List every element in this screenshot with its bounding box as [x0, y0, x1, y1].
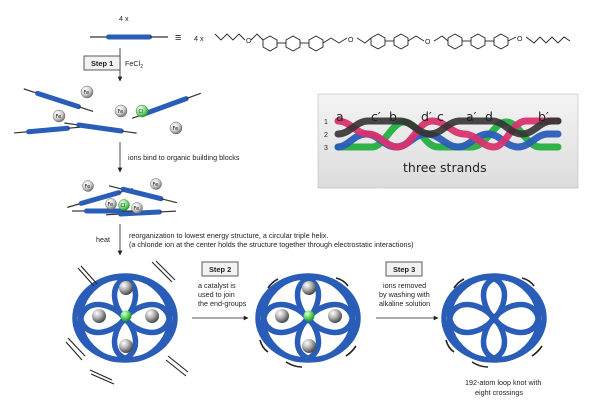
strand-path-green	[334, 118, 562, 151]
ion-binding-caption: ions bind to organic building blocks	[128, 153, 240, 162]
iron-sphere	[145, 309, 159, 323]
count-label-right: 4 x	[194, 34, 204, 43]
chloride-ion: Cl	[135, 104, 149, 118]
oxygen-atom-1: O	[246, 38, 252, 45]
count-label-top: 4 x	[119, 14, 129, 23]
three-strands-panel: 1 2 3 a c′ b d′ c a′ d b′ three strands	[317, 93, 579, 189]
knot-1-end-groups	[65, 260, 189, 385]
ligand-structure	[214, 33, 571, 52]
strand-path-black	[334, 117, 562, 138]
step-3-label: Step 3	[393, 265, 415, 274]
strand-end-label: a′	[466, 109, 477, 124]
svg-text:Fe: Fe	[56, 114, 62, 120]
step-2-text-3: the end-groups	[198, 299, 247, 308]
strand-row-number: 1	[324, 119, 328, 126]
iron-sphere	[302, 339, 316, 353]
strand-end-label: b′	[538, 109, 549, 124]
iron-ion: Fe	[131, 202, 143, 214]
result-caption-2: eight crossings	[475, 388, 523, 397]
knot-3-linkers	[445, 277, 543, 368]
step-1-label: Step 1	[91, 59, 113, 68]
svg-text:Cl: Cl	[139, 109, 144, 115]
step-2-text-2: used to join	[198, 290, 235, 299]
step-1-badge: Step 1	[83, 55, 121, 71]
strand-end-label: a	[336, 109, 344, 124]
loose-rods-with-ions	[14, 88, 201, 135]
building-block-rod	[90, 34, 168, 40]
strand-end-label: b	[389, 109, 397, 124]
iron-ion: Fe	[114, 104, 128, 118]
oxygen-atom-4: O	[517, 36, 523, 43]
svg-text:Cl: Cl	[121, 203, 126, 209]
reorganization-line-2: (a chloride ion at the center holds the …	[129, 240, 413, 249]
step-2-label: Step 2	[209, 265, 231, 274]
oxygen-atom-3: O	[425, 39, 431, 46]
heat-label: heat	[96, 235, 110, 244]
iron-sphere	[119, 281, 133, 295]
svg-text:Fe: Fe	[118, 109, 124, 115]
iron-sphere	[275, 309, 289, 323]
chloride-ion: Cl	[118, 199, 130, 211]
iron-sphere	[119, 339, 133, 353]
strand-row-number: 2	[324, 132, 328, 139]
iron-sphere	[328, 309, 342, 323]
chloride-sphere	[120, 310, 132, 322]
three-strands-caption: three strands	[403, 160, 487, 175]
chloride-sphere	[303, 310, 315, 322]
svg-text:Fe: Fe	[84, 90, 90, 96]
step-3-text-3: alkaline solution	[379, 299, 430, 308]
iron-ion: Fe	[80, 85, 94, 99]
result-caption-1: 192-atom loop knot with	[465, 378, 541, 387]
step-3-text-1: ions removed	[383, 281, 426, 290]
strand-end-label: d′	[421, 109, 432, 124]
strand-path-pink	[334, 117, 562, 151]
iron-ion: Fe	[150, 178, 162, 190]
iron-sphere	[92, 309, 106, 323]
bound-complex	[67, 185, 178, 217]
step-3-badge: Step 3	[385, 261, 423, 277]
svg-text:Fe: Fe	[153, 182, 159, 188]
strand-end-label: d	[485, 109, 493, 124]
step-2-text-1: a catalyst is	[198, 281, 236, 290]
step-2-badge: Step 2	[201, 261, 239, 277]
iron-ion: Fe	[52, 109, 66, 123]
strand-end-label: c′	[371, 109, 381, 124]
strand-row-number: 3	[324, 145, 328, 152]
svg-text:Fe: Fe	[134, 206, 140, 212]
iron-sphere	[302, 281, 316, 295]
oxygen-atom-2: O	[348, 37, 354, 44]
reagent-label: FeCl2	[125, 59, 143, 70]
iron-ion: Fe	[82, 180, 94, 192]
svg-text:Fe: Fe	[173, 126, 179, 132]
reorganization-line-1: reorganization to lowest energy structur…	[129, 231, 328, 240]
step-3-text-2: by washing with	[379, 290, 430, 299]
svg-text:Fe: Fe	[108, 202, 114, 208]
iron-ion: Fe	[169, 121, 183, 135]
knot-2-linkers	[259, 277, 357, 368]
svg-text:Fe: Fe	[85, 184, 91, 190]
strand-end-label: c	[437, 109, 444, 124]
iron-ion: Fe	[105, 198, 117, 210]
equivalence-symbol: ≡	[175, 32, 181, 44]
final-pentafoil-knot	[441, 273, 547, 363]
top-building-block-row: 4 x ≡ 4 x	[90, 14, 571, 52]
